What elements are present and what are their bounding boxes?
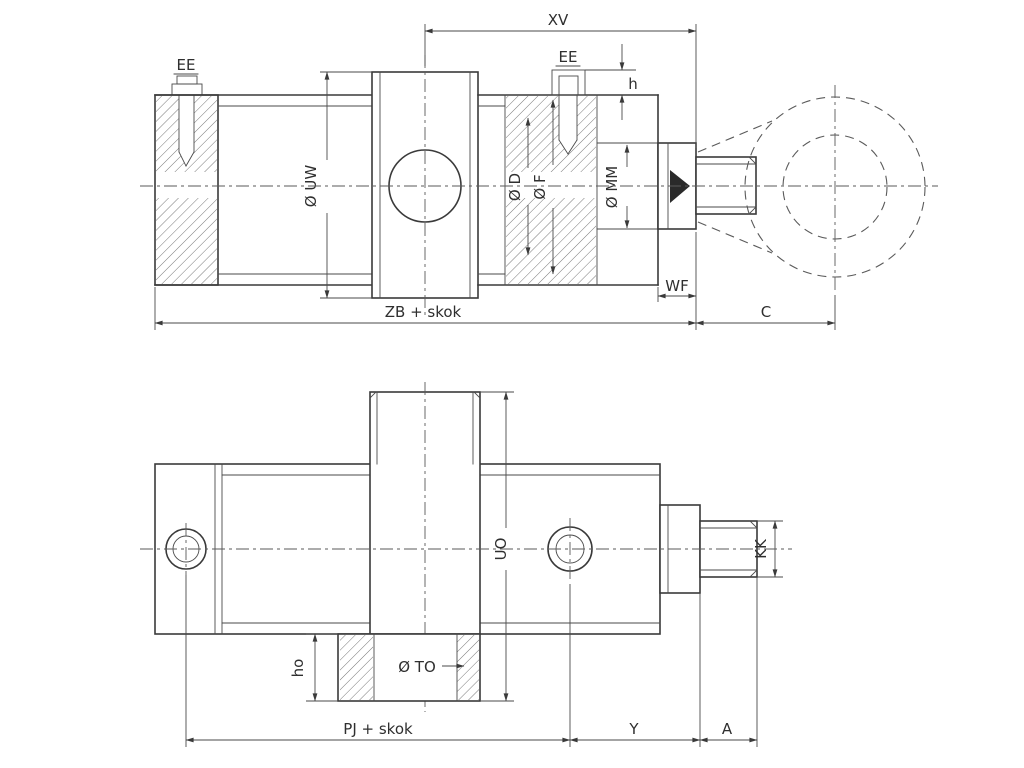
right-port-plug bbox=[558, 75, 579, 96]
top-view: EE bbox=[140, 11, 938, 330]
right-port-ee: EE bbox=[551, 48, 586, 96]
label-c: C bbox=[761, 303, 771, 321]
dim-kk: KK bbox=[752, 520, 783, 578]
label-d: Ø D bbox=[506, 173, 524, 201]
label-kk: KK bbox=[752, 538, 770, 559]
left-plug-cap bbox=[176, 75, 198, 85]
dim-wf: WF bbox=[657, 232, 697, 330]
label-xv: XV bbox=[548, 11, 569, 29]
to-boss: Ø TO bbox=[337, 633, 481, 702]
label-ee-left: EE bbox=[177, 56, 196, 74]
label-zb-skok: ZB + skok bbox=[385, 303, 462, 321]
dim-xv: XV bbox=[424, 11, 697, 148]
label-h: h bbox=[628, 75, 638, 93]
cylinder-tube bbox=[154, 94, 373, 286]
dim-d: Ø D bbox=[506, 117, 531, 256]
label-mm: Ø MM bbox=[603, 166, 621, 208]
dim-ho: ho bbox=[289, 633, 338, 702]
label-wf: WF bbox=[665, 277, 688, 295]
trunnion-block bbox=[369, 382, 481, 712]
dim-pj-skok: PJ + skok bbox=[185, 575, 571, 747]
right-port-drill-hole bbox=[558, 95, 578, 155]
rod-end bbox=[657, 142, 757, 230]
mounting-flange bbox=[371, 55, 479, 315]
dim-a: A bbox=[699, 577, 758, 747]
left-port-ee: EE bbox=[171, 56, 203, 96]
label-ho: ho bbox=[289, 659, 307, 678]
dim-y: Y bbox=[569, 593, 701, 747]
dim-c: C bbox=[695, 295, 836, 330]
dim-zb-skok: ZB + skok bbox=[154, 287, 697, 330]
cylinder-left-cap bbox=[154, 94, 219, 286]
left-port-drill-hole bbox=[178, 95, 195, 167]
dim-f: Ø F bbox=[531, 99, 556, 275]
phantom-rod-eye bbox=[697, 85, 926, 292]
cylinder-head bbox=[477, 94, 659, 286]
dim-h: h bbox=[585, 44, 638, 120]
bottom-view: Ø TO ho UO bbox=[140, 382, 792, 747]
dim-mm: Ø MM bbox=[603, 144, 630, 229]
label-f: Ø F bbox=[531, 174, 549, 199]
label-y: Y bbox=[628, 720, 639, 738]
label-ee-right: EE bbox=[559, 48, 578, 66]
label-a: A bbox=[722, 720, 733, 738]
right-port-boss bbox=[551, 69, 586, 96]
label-pj-skok: PJ + skok bbox=[343, 720, 413, 738]
left-plug-body bbox=[171, 83, 203, 96]
rod-center-chamfer bbox=[670, 170, 690, 203]
label-to: Ø TO bbox=[398, 658, 436, 676]
